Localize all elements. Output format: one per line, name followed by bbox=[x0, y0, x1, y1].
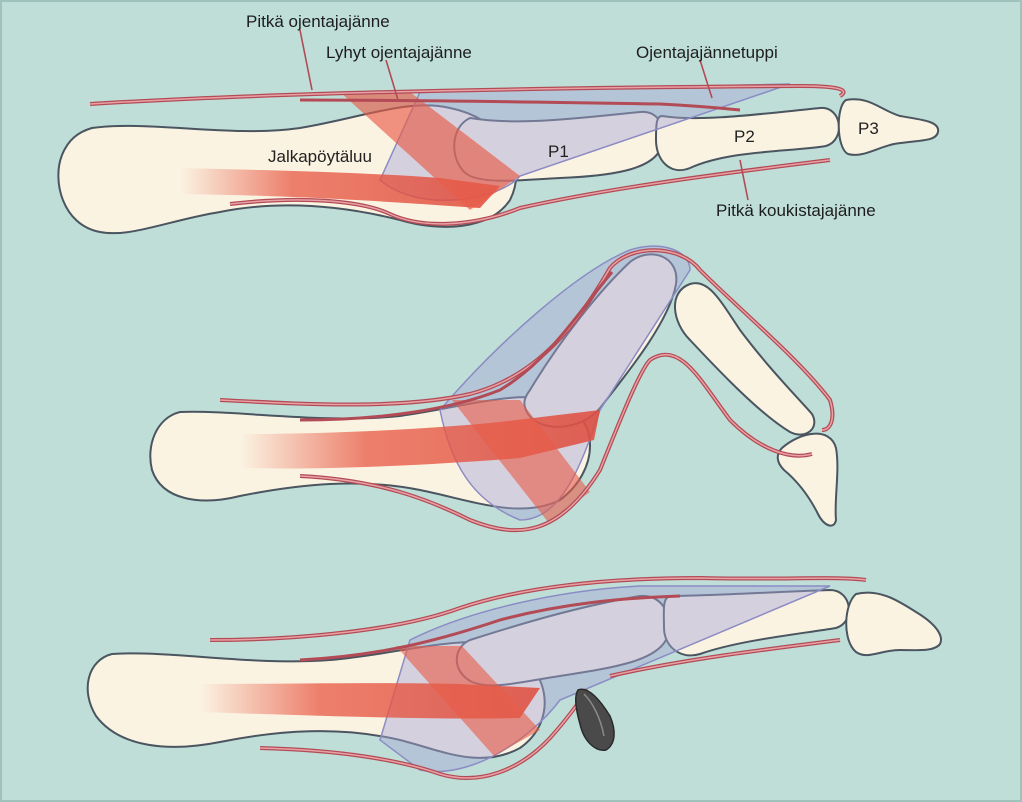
label-short-extensor: Lyhyt ojentajajänne bbox=[326, 43, 472, 62]
label-p3: P3 bbox=[858, 119, 879, 138]
label-long-flexor: Pitkä koukistajajänne bbox=[716, 201, 876, 220]
label-metatarsal: Jalkapöytäluu bbox=[268, 147, 372, 166]
label-long-extensor: Pitkä ojentajajänne bbox=[246, 12, 390, 31]
label-p2: P2 bbox=[734, 127, 755, 146]
label-p1: P1 bbox=[548, 142, 569, 161]
label-extensor-hood: Ojentajajännetuppi bbox=[636, 43, 778, 62]
